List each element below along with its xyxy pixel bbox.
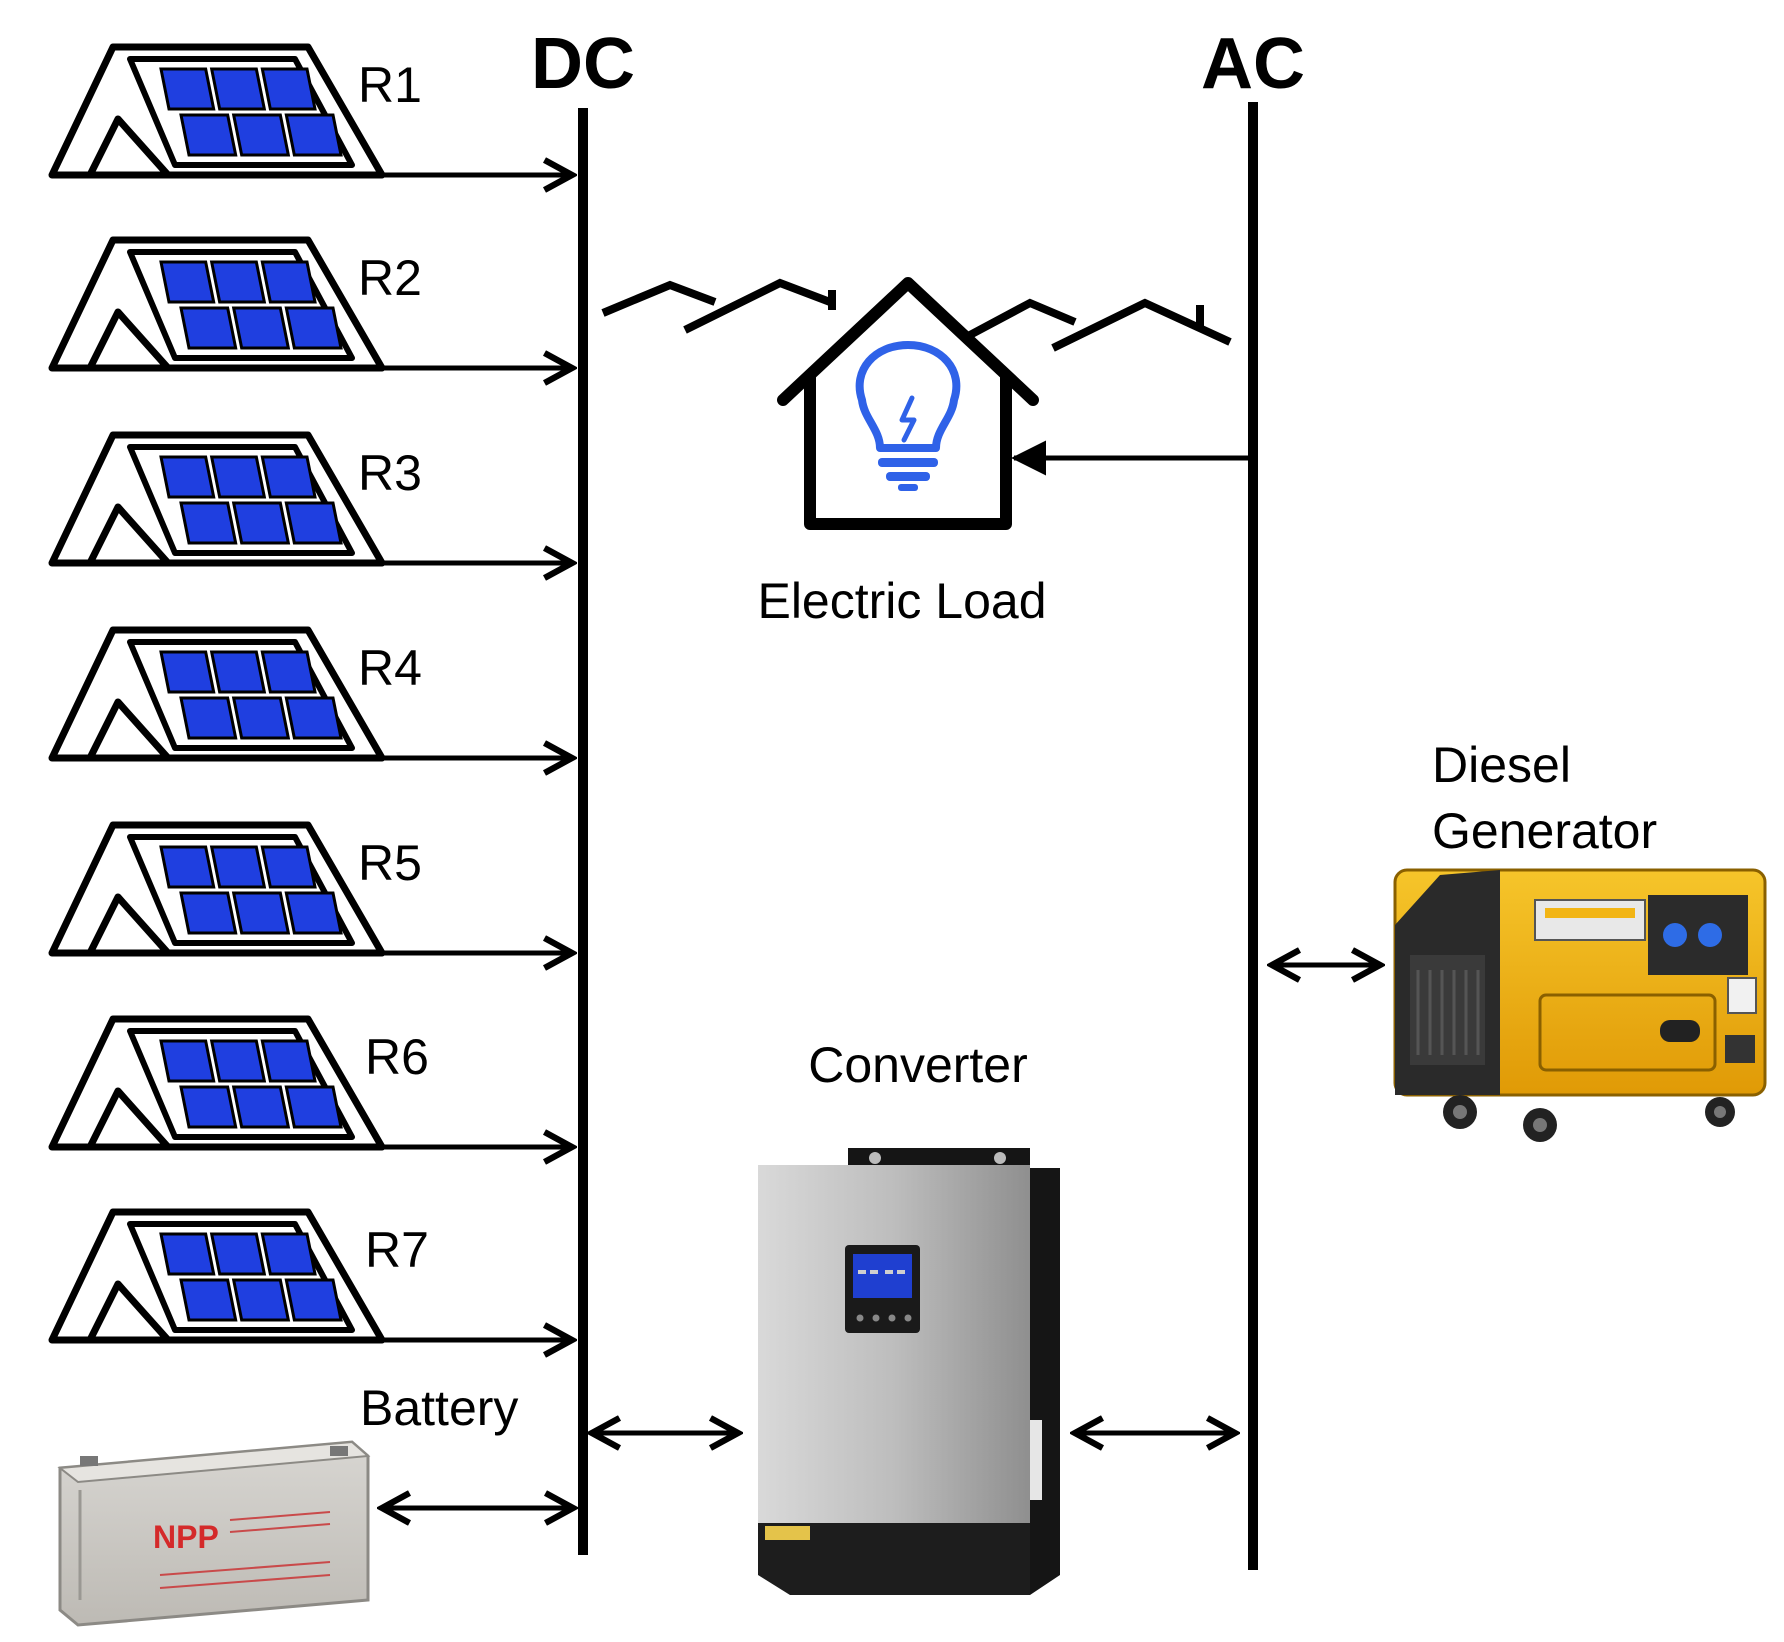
solar-cell (159, 845, 216, 889)
background-houses-icon (601, 278, 1232, 352)
generator-label-line1: Diesel (1432, 737, 1571, 793)
battery-icon: NPP (57, 1440, 371, 1627)
solar-cell (159, 260, 216, 304)
solar-cell (179, 696, 238, 740)
solar-cell (260, 260, 317, 304)
solar-panel-icon (48, 1015, 386, 1151)
solar-cell (231, 696, 291, 740)
battery-label: Battery (360, 1380, 518, 1436)
solar-cell (209, 845, 267, 889)
diesel-generator: Diesel Generator (1393, 737, 1767, 1142)
solar-cell (179, 113, 238, 157)
solar-cell (159, 1232, 216, 1276)
solar-cell (159, 67, 216, 111)
solar-cell (159, 650, 216, 694)
solar-panel-6: R6 (48, 1015, 572, 1151)
generator-icon (1393, 868, 1767, 1142)
dc-bus-label: DC (531, 24, 635, 104)
solar-panel-label: R1 (358, 57, 422, 113)
solar-panel-icon (48, 236, 386, 372)
solar-panel-label: R3 (358, 445, 422, 501)
solar-panel-label: R2 (358, 250, 422, 306)
solar-cell (179, 1085, 238, 1129)
solar-panel-7: R7 (48, 1208, 572, 1344)
converter-icon (758, 1148, 1060, 1595)
solar-panel-2: R2 (48, 236, 572, 372)
solar-panel-5: R5 (48, 821, 572, 957)
solar-panel-icon (48, 431, 386, 567)
solar-cell (284, 1085, 343, 1129)
solar-panel-label: R7 (365, 1222, 429, 1278)
solar-cell (284, 113, 343, 157)
solar-cell (284, 501, 343, 545)
solar-panel-icon (48, 626, 386, 762)
solar-cell (231, 1085, 291, 1129)
solar-cell (179, 891, 238, 935)
solar-cell (260, 67, 317, 111)
solar-cell (231, 891, 291, 935)
solar-cell (179, 306, 238, 350)
solar-cell (209, 260, 267, 304)
solar-cell (260, 1232, 317, 1276)
solar-panel-1: R1 (48, 43, 572, 179)
battery-brand: NPP (153, 1519, 219, 1555)
solar-cell (209, 1039, 267, 1083)
converter: Converter (758, 1037, 1060, 1595)
solar-cell (260, 1039, 317, 1083)
solar-panel-4: R4 (48, 626, 572, 762)
house-icon (777, 277, 1039, 530)
solar-cell (231, 501, 291, 545)
solar-cell (260, 455, 317, 499)
solar-cell (260, 650, 317, 694)
solar-panel-label: R4 (358, 640, 422, 696)
solar-panel-icon (48, 821, 386, 957)
solar-cell (209, 1232, 267, 1276)
solar-panel-label: R5 (358, 835, 422, 891)
battery: Battery NPP (57, 1380, 518, 1627)
solar-cell (231, 306, 291, 350)
solar-cell (284, 1278, 343, 1322)
solar-cell (231, 1278, 291, 1322)
solar-panel-icon (48, 1208, 386, 1344)
lightbulb-icon (855, 341, 961, 491)
converter-label: Converter (808, 1037, 1028, 1093)
solar-cell (260, 845, 317, 889)
solar-cell (209, 455, 267, 499)
solar-cell (284, 306, 343, 350)
solar-panel-label: R6 (365, 1029, 429, 1085)
generator-label-line2: Generator (1432, 803, 1657, 859)
solar-panel-icon (48, 43, 386, 179)
electric-load-label: Electric Load (757, 573, 1046, 629)
solar-cell (159, 1039, 216, 1083)
solar-cell (284, 696, 343, 740)
solar-cell (179, 501, 238, 545)
solar-cell (209, 67, 267, 111)
electric-load: Electric Load (601, 277, 1232, 629)
solar-cell (284, 891, 343, 935)
solar-cell (231, 113, 291, 157)
solar-panel-3: R3 (48, 431, 572, 567)
solar-cell (209, 650, 267, 694)
ac-bus-label: AC (1201, 24, 1305, 104)
solar-cell (179, 1278, 238, 1322)
solar-cell (159, 455, 216, 499)
